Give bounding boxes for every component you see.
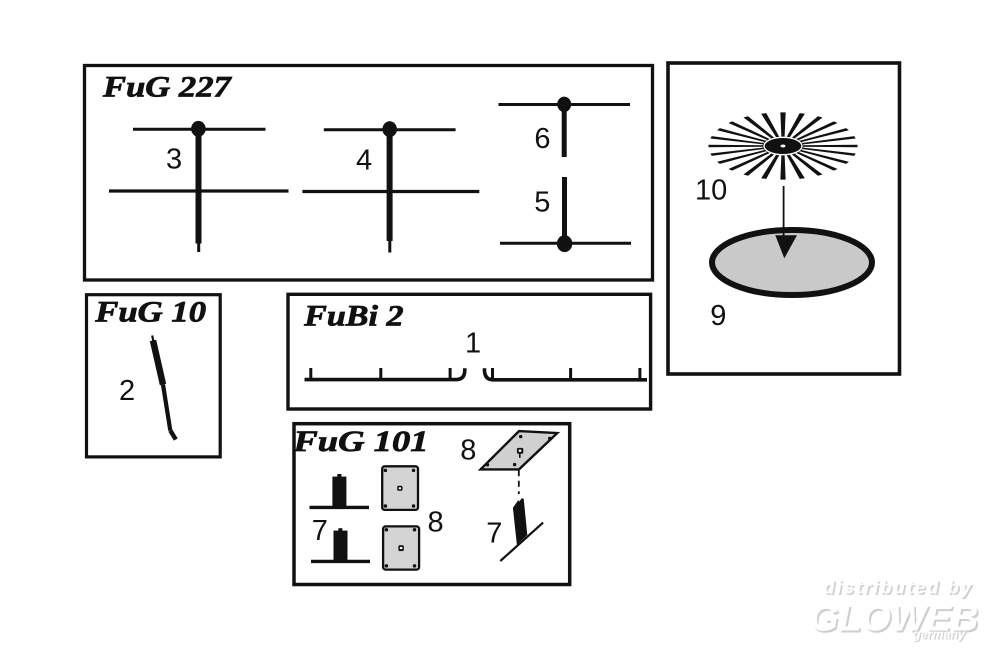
svg-text:distributed by: distributed by [825, 579, 975, 599]
svg-text:germany: germany [912, 628, 966, 642]
svg-text:4: 4 [356, 145, 372, 177]
svg-text:7: 7 [312, 515, 328, 547]
svg-text:10: 10 [695, 175, 727, 207]
svg-text:distributed by: distributed by [824, 578, 974, 598]
svg-text:8: 8 [460, 435, 476, 467]
svg-text:GLOWEB: GLOWEB [810, 597, 979, 639]
svg-text:2: 2 [119, 375, 135, 407]
svg-text:FuG 10: FuG 10 [94, 295, 206, 328]
svg-text:FuG 101: FuG 101 [292, 425, 428, 458]
svg-text:6: 6 [534, 123, 550, 155]
svg-text:FuG 227: FuG 227 [102, 70, 233, 103]
svg-text:3: 3 [166, 144, 182, 176]
svg-text:7: 7 [486, 517, 502, 549]
svg-text:1: 1 [465, 327, 481, 359]
svg-text:GLOWEB: GLOWEB [811, 598, 980, 640]
svg-text:8: 8 [428, 507, 444, 539]
svg-text:germany: germany [913, 629, 967, 643]
svg-text:5: 5 [534, 187, 550, 219]
svg-text:FuBi 2: FuBi 2 [303, 300, 404, 332]
svg-text:9: 9 [710, 300, 726, 332]
